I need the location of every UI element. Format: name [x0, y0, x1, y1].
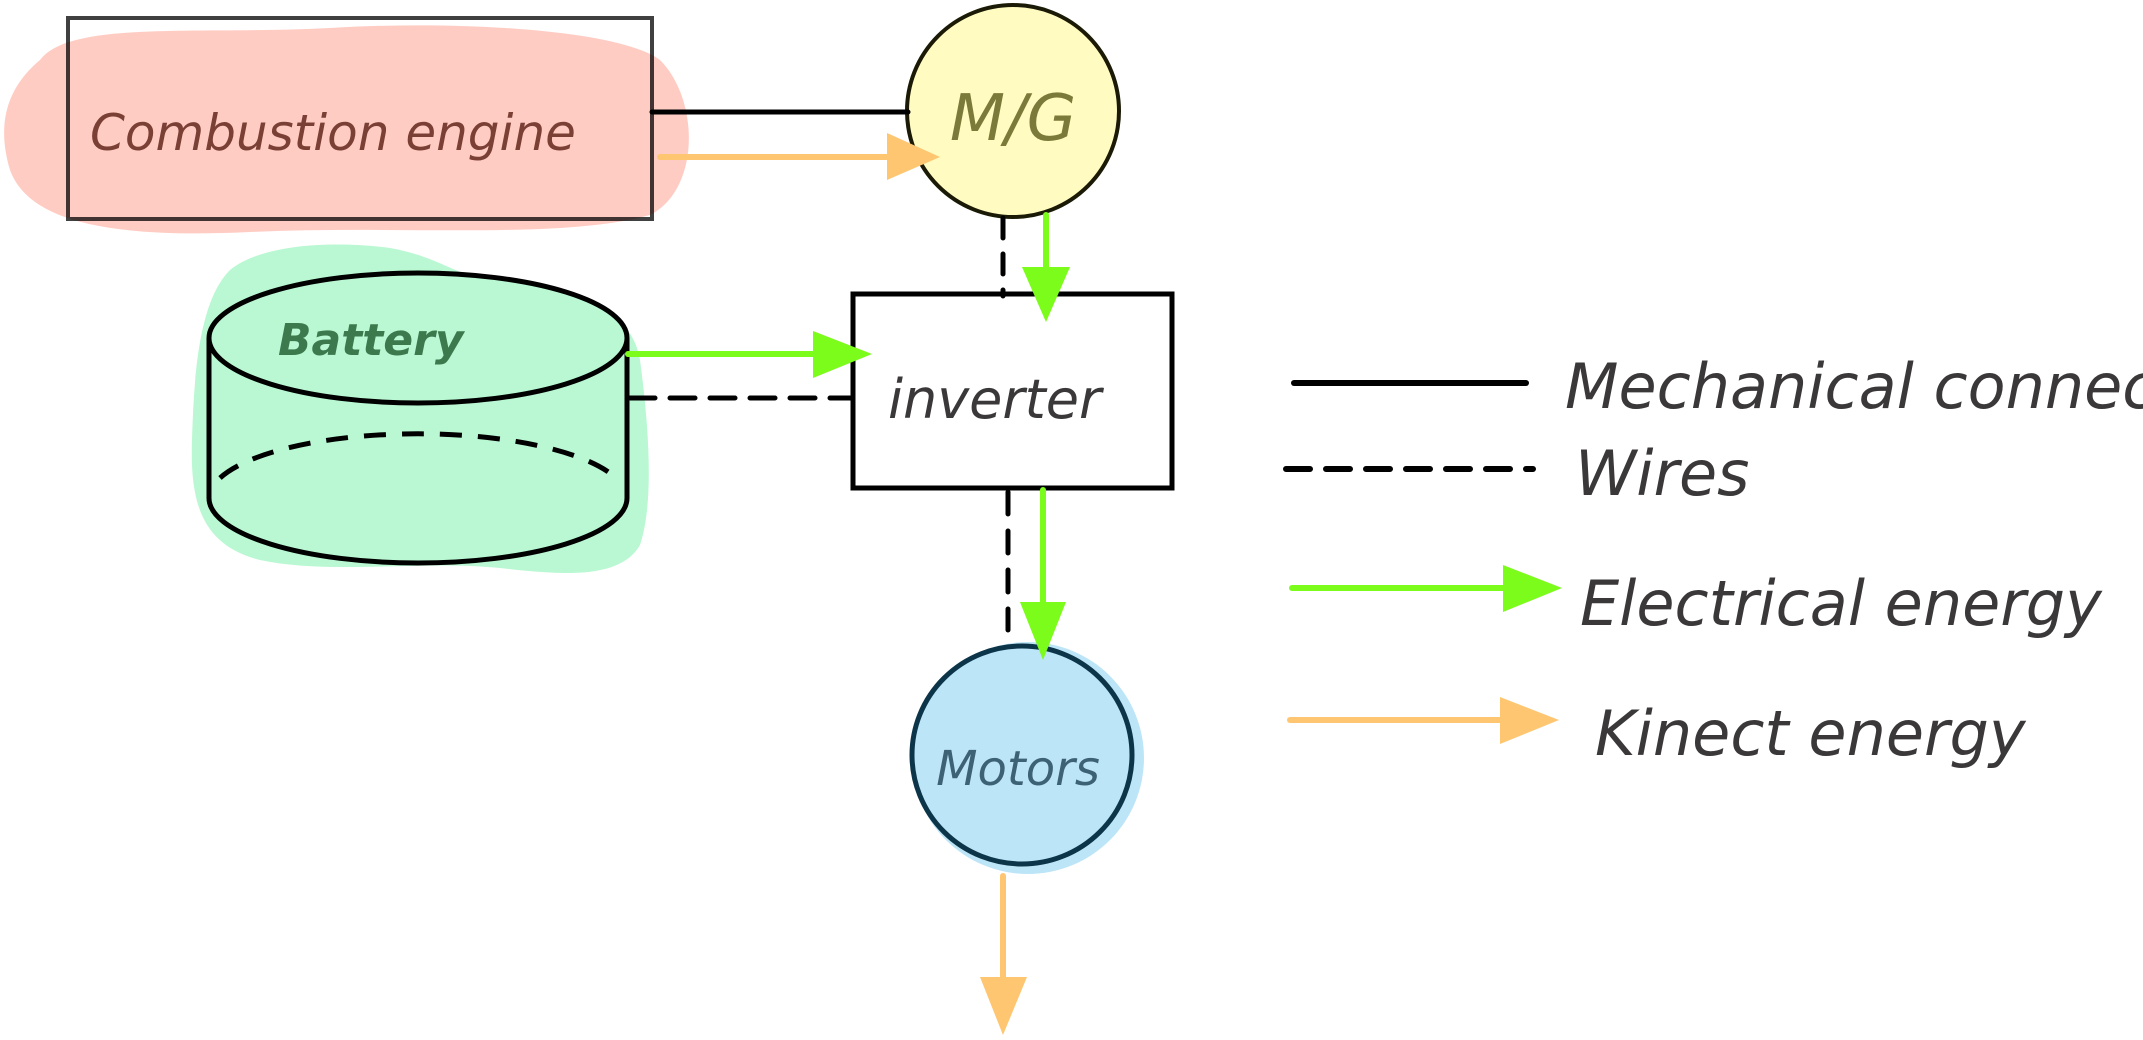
legend-item-kinetic: Kinect energy	[1287, 697, 2027, 770]
arrowhead	[1020, 602, 1066, 660]
legend-electrical-label: Electrical energy	[1580, 567, 2103, 640]
arrowhead	[1022, 267, 1070, 322]
battery-node[interactable]: Battery	[191, 244, 649, 574]
inverter-label: inverter	[888, 368, 1104, 431]
motors-node[interactable]: Motors	[909, 642, 1144, 874]
legend-kinetic-label: Kinect energy	[1595, 697, 2027, 770]
inverter-motors-electrical-arrow	[1020, 487, 1066, 660]
arrowhead	[813, 331, 872, 378]
mg-inverter-electrical-arrow	[1022, 212, 1070, 322]
legend-electrical-arrowhead	[1503, 565, 1562, 612]
inverter-node[interactable]: inverter	[850, 291, 1175, 491]
battery-top	[206, 270, 630, 406]
motor-generator-node[interactable]: M/G	[905, 3, 1121, 219]
legend-wires-label: Wires	[1575, 437, 1749, 510]
legend-item-mechanical: Mechanical connection	[1291, 350, 2143, 423]
inverter-box	[850, 291, 1175, 491]
battery-label: Battery	[278, 315, 466, 366]
arrowhead	[980, 977, 1027, 1035]
motors-circle	[909, 643, 1135, 867]
battery-bottom-hidden-edge	[218, 431, 618, 480]
battery-inverter-electrical-arrow	[625, 331, 872, 378]
motors-output-kinetic-arrow	[980, 873, 1027, 1035]
combustion-engine-node[interactable]: Combustion engine	[4, 16, 689, 234]
engine-label: Combustion engine	[90, 104, 576, 162]
legend: Mechanical connection Wires Electrical e…	[1283, 350, 2143, 770]
legend-mechanical-label: Mechanical connection	[1565, 350, 2143, 423]
legend-item-electrical: Electrical energy	[1289, 565, 2103, 640]
engine-highlight	[4, 25, 689, 234]
legend-kinetic-arrowhead	[1500, 697, 1559, 744]
engine-mg-kinetic-arrow	[657, 133, 940, 180]
engine-box	[66, 16, 654, 221]
legend-item-wires: Wires	[1283, 437, 1749, 510]
motors-label: Motors	[936, 741, 1100, 797]
arrowhead	[887, 133, 940, 180]
motor-generator-label: M/G	[950, 82, 1076, 156]
